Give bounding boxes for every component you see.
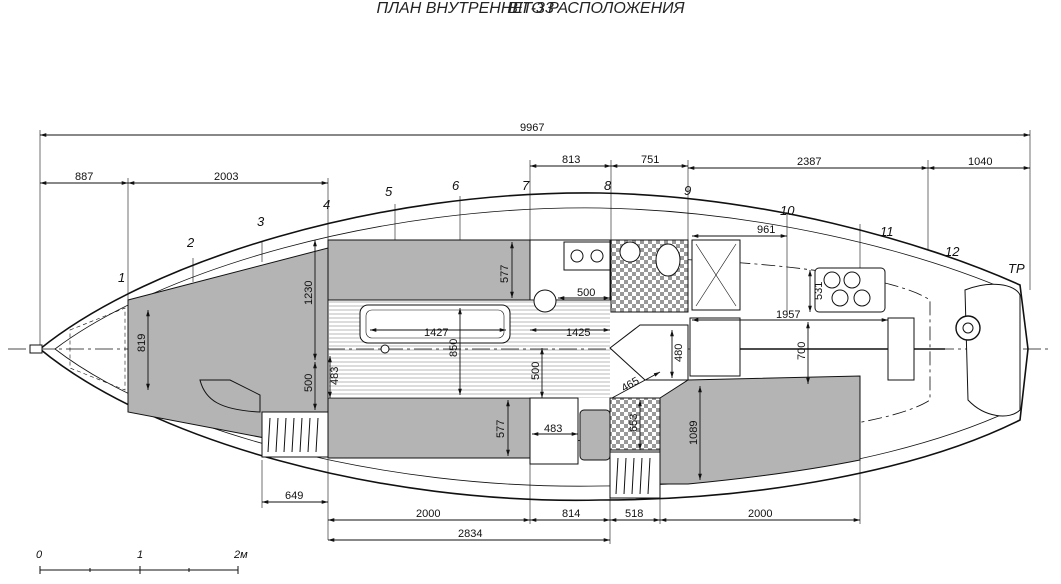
- settee-port: [327, 239, 531, 301]
- dim-653: 653: [628, 414, 640, 432]
- dim-2387: 2387: [797, 156, 821, 168]
- frame-tp: ТР: [1008, 261, 1025, 276]
- head-basin: [619, 241, 641, 263]
- table-leg: [380, 344, 390, 354]
- scale-label-0: 0: [36, 549, 43, 561]
- frame-2: 2: [186, 235, 195, 250]
- dim-2834: 2834: [458, 528, 482, 540]
- nav-seat: [579, 409, 611, 461]
- scale-bar: [39, 566, 239, 574]
- dim-577-port: 577: [499, 265, 511, 283]
- rudder-post: [887, 317, 915, 381]
- dim-1957: 1957: [776, 309, 800, 321]
- dim-2000-aft: 2000: [748, 508, 772, 520]
- dim-814: 814: [562, 508, 580, 520]
- bow-fitting: [29, 344, 43, 354]
- dim-961: 961: [757, 224, 775, 236]
- frame-12: 12: [945, 244, 960, 259]
- chart-table: [529, 397, 579, 465]
- stern-seat: [964, 283, 1021, 417]
- frame-10: 10: [780, 203, 795, 218]
- frame-6: 6: [452, 178, 460, 193]
- dim-751: 751: [641, 154, 659, 166]
- frame-5: 5: [385, 184, 393, 199]
- dim-500-forward: 500: [303, 374, 315, 392]
- locker-hangers-aft: [615, 457, 651, 495]
- frame-7: 7: [522, 178, 530, 193]
- dim-1040: 1040: [968, 156, 992, 168]
- forward-cabin-shelf: [199, 379, 261, 413]
- companionway: [609, 324, 689, 381]
- aft-step: [609, 397, 661, 451]
- dim-649: 649: [285, 490, 303, 502]
- hull-outline: [38, 192, 1029, 502]
- dim-700: 700: [796, 342, 808, 360]
- engine: [689, 317, 741, 377]
- locker-hangers-forward: [267, 417, 319, 453]
- dim-465: 465: [620, 375, 642, 395]
- dim-577-starboard: 577: [495, 420, 507, 438]
- toilet: [655, 243, 681, 277]
- dim-2003: 2003: [214, 171, 238, 183]
- dim-500-galley: 500: [577, 287, 595, 299]
- dim-overall-length: 9967: [520, 122, 544, 134]
- dim-500-saloon: 500: [530, 362, 542, 380]
- dim-887: 887: [75, 171, 93, 183]
- drawing-title: BIT-33: [507, 0, 554, 17]
- dim-813: 813: [562, 154, 580, 166]
- drawing-subtitle: ПЛАН ВНУТРЕННЕГО РАСПОЛОЖЕНИЯ: [376, 0, 685, 17]
- dim-1425: 1425: [566, 327, 590, 339]
- dim-1427: 1427: [424, 327, 448, 339]
- frame-3: 3: [257, 214, 265, 229]
- saloon-table: [359, 304, 511, 344]
- settee-starboard: [327, 397, 531, 459]
- frame-4: 4: [323, 197, 330, 212]
- dim-518: 518: [625, 508, 643, 520]
- frame-1: 1: [118, 270, 125, 285]
- fore-locker: [69, 307, 126, 391]
- frame-11: 11: [880, 224, 894, 239]
- dim-1230: 1230: [303, 281, 315, 305]
- scale-label-1: 1: [137, 549, 143, 561]
- dim-850: 850: [448, 339, 460, 357]
- frame-9: 9: [684, 183, 691, 198]
- dim-483-chart: 483: [544, 423, 562, 435]
- dim-483-forward: 483: [329, 367, 341, 385]
- stove: [563, 241, 611, 271]
- dim-531: 531: [813, 282, 825, 300]
- galley-sink: [533, 289, 557, 313]
- frame-8: 8: [604, 178, 612, 193]
- dim-819: 819: [136, 334, 148, 352]
- dim-2000-forward: 2000: [416, 508, 440, 520]
- dim-1089: 1089: [688, 421, 700, 445]
- scale-label-2m: 2м: [233, 549, 248, 561]
- dim-480: 480: [673, 344, 685, 362]
